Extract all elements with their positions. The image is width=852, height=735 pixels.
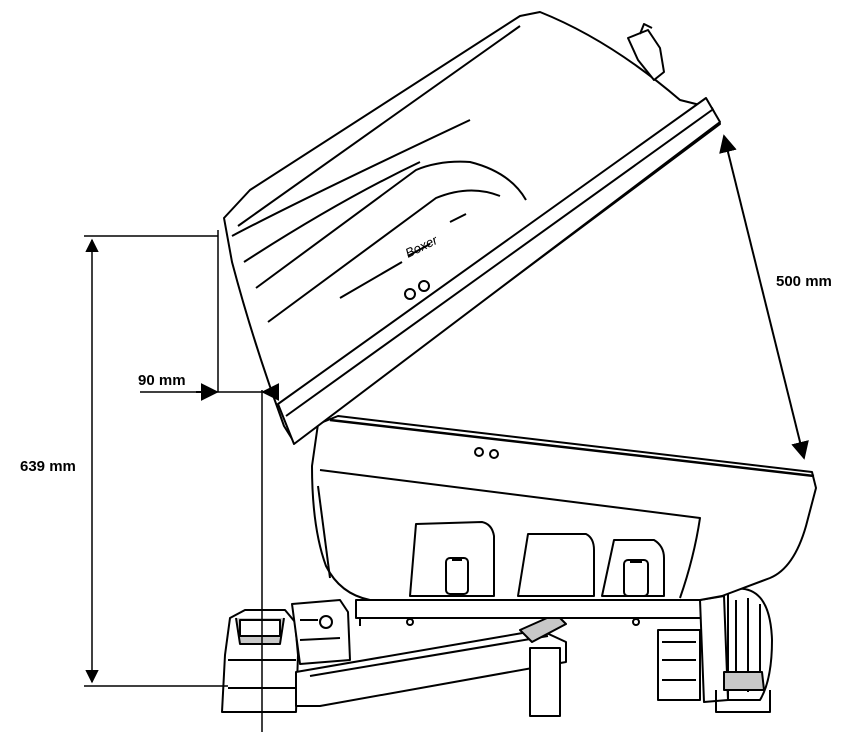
offset-dimension-label: 90 mm (138, 372, 186, 389)
lid-opening-dimension-line (719, 134, 809, 460)
height-dimension-label: 639 mm (20, 458, 76, 475)
lid-opening-dimension-label: 500 mm (776, 273, 832, 290)
box-open-lid (223, 11, 721, 445)
towbar-carrier (221, 587, 773, 717)
box-lower-shell (311, 415, 817, 601)
dimension-lines (84, 134, 809, 732)
